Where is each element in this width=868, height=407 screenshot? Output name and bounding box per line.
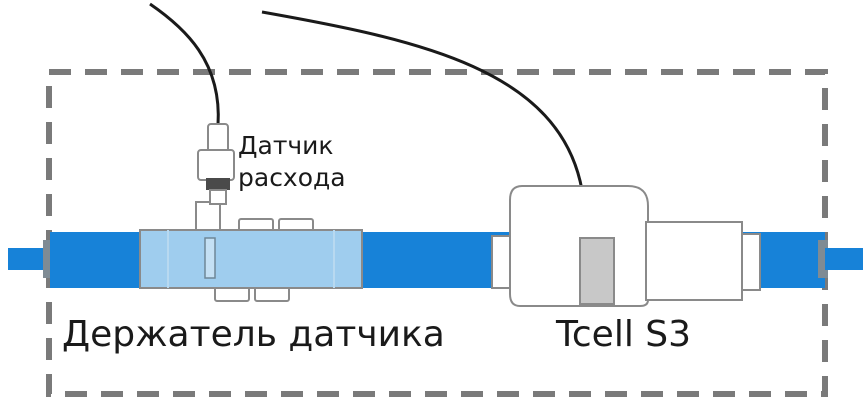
flow-sensor: [197, 123, 235, 205]
tcell-device: [491, 185, 761, 307]
flow-sensor-label: Датчик расхода: [238, 130, 346, 194]
sensor-holder-label: Держатель датчика: [62, 314, 445, 355]
flow-sensor-label-line1: Датчик: [238, 131, 334, 160]
device-cable: [261, 10, 584, 191]
flow-sensor-label-line2: расхода: [238, 163, 346, 192]
sensor-cable: [149, 2, 220, 126]
pipe-left-cap: [43, 240, 53, 278]
pipe-left-end: [8, 248, 50, 270]
tcell-device-label: Tcell S3: [556, 314, 692, 355]
sensor-holder: [139, 201, 363, 302]
pipe-right-end: [825, 248, 863, 270]
pipe-right-cap: [818, 240, 828, 278]
